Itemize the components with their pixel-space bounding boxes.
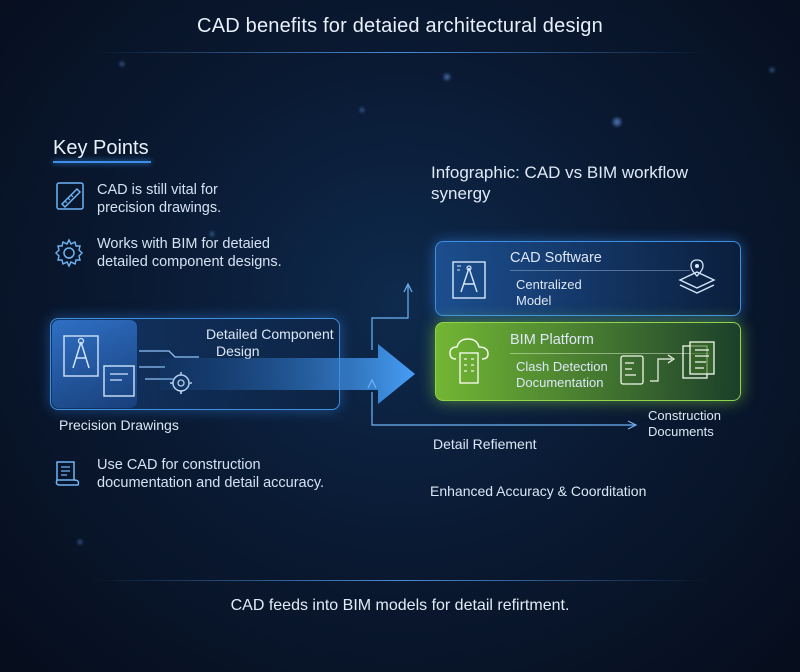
bokeh-dot bbox=[78, 540, 82, 544]
infographic-title: Infographic: CAD vs BIM workflow synergy bbox=[431, 162, 688, 204]
key-point-1: CAD is still vital for precision drawing… bbox=[97, 181, 221, 217]
detail-refinement-label: Detail Refiement bbox=[433, 436, 537, 452]
document-scroll-icon bbox=[52, 458, 82, 488]
key-point-2-line1: Works with BIM for detaied bbox=[97, 236, 270, 252]
page-title: CAD benefits for detaied architectural d… bbox=[197, 15, 603, 37]
enhanced-accuracy-label: Enhanced Accuracy & Coorditation bbox=[430, 483, 647, 499]
cad-card-title: CAD Software bbox=[510, 250, 602, 266]
top-divider bbox=[90, 52, 710, 53]
cad-card-sub-line2: Model bbox=[516, 293, 552, 308]
ruler-pencil-icon bbox=[55, 181, 85, 211]
infographic-title-line1: Infographic: CAD vs BIM workflow bbox=[431, 163, 688, 182]
key-point-2: Works with BIM for detaied detailed comp… bbox=[97, 235, 282, 271]
gear-icon bbox=[54, 238, 84, 268]
bottom-divider bbox=[90, 580, 710, 581]
compass-icon bbox=[452, 261, 486, 299]
bokeh-dot bbox=[444, 74, 450, 80]
key-point-3-line2: documentation and detail accuracy. bbox=[97, 475, 325, 491]
key-point-3: Use CAD for construction documentation a… bbox=[97, 456, 324, 492]
cloud-building-icon bbox=[449, 338, 489, 384]
bim-card-title: BIM Platform bbox=[510, 332, 594, 348]
key-point-3-line1: Use CAD for construction bbox=[97, 457, 261, 473]
bim-card-sub-line1: Clash Detection bbox=[516, 359, 608, 374]
infographic-title-line2: synergy bbox=[431, 184, 491, 203]
construction-documents-line1: Construction bbox=[648, 408, 721, 423]
precision-drawings-caption: Precision Drawings bbox=[59, 417, 179, 433]
detailed-component-label-line2: Design bbox=[216, 343, 260, 359]
construction-documents-line2: Documents bbox=[648, 424, 714, 439]
cad-software-card: CAD Software Centralized Model bbox=[435, 241, 741, 316]
layers-location-icon bbox=[678, 259, 716, 294]
footer-caption: CAD feeds into BIM models for detail ref… bbox=[230, 597, 570, 614]
cad-card-divider bbox=[510, 270, 690, 271]
detailed-component-label-line1: Detailed Component bbox=[206, 326, 334, 342]
bim-card-sub-line2: Documentation bbox=[516, 375, 604, 390]
documents-icon bbox=[682, 341, 715, 379]
compass-tile bbox=[52, 320, 137, 408]
card-connector bbox=[650, 354, 676, 382]
bim-card-divider bbox=[510, 353, 710, 354]
bim-platform-card: BIM Platform Clash Detection Documentati… bbox=[435, 322, 741, 401]
bokeh-dot bbox=[120, 62, 124, 66]
bokeh-dot bbox=[613, 118, 621, 126]
key-point-1-line2: precision drawings. bbox=[97, 200, 222, 216]
key-point-1-line1: CAD is still vital for bbox=[97, 182, 218, 198]
bokeh-dot bbox=[210, 232, 214, 236]
connector-lines bbox=[367, 282, 638, 430]
bokeh-dot bbox=[360, 108, 364, 112]
key-points-heading: Key Points bbox=[53, 137, 149, 159]
big-flow-arrow bbox=[160, 344, 415, 404]
bokeh-dot bbox=[770, 68, 774, 72]
key-point-2-line2: detailed component designs. bbox=[97, 254, 282, 270]
clash-report-icon bbox=[620, 355, 644, 385]
cad-card-sub-line1: Centralized bbox=[516, 277, 582, 292]
key-points-underline bbox=[53, 161, 151, 163]
